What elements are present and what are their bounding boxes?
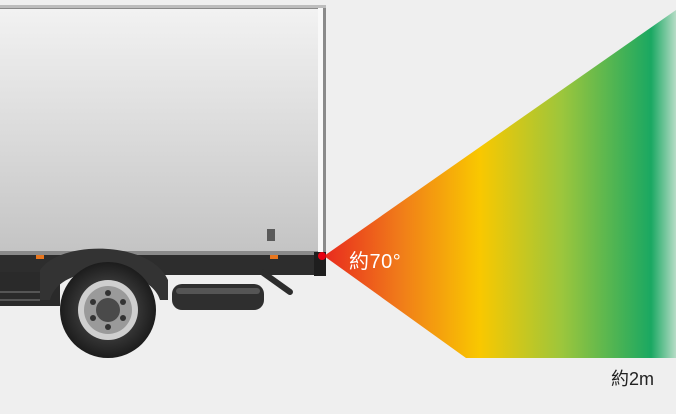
rear-sensor-lamp xyxy=(318,252,326,260)
cargo-box xyxy=(0,5,326,255)
detection-angle-label: 約70° xyxy=(349,245,401,274)
truck-chassis xyxy=(0,249,326,310)
rear-wheel xyxy=(60,262,156,358)
detection-distance-label: 約2m xyxy=(611,365,654,391)
detection-area xyxy=(324,10,676,358)
